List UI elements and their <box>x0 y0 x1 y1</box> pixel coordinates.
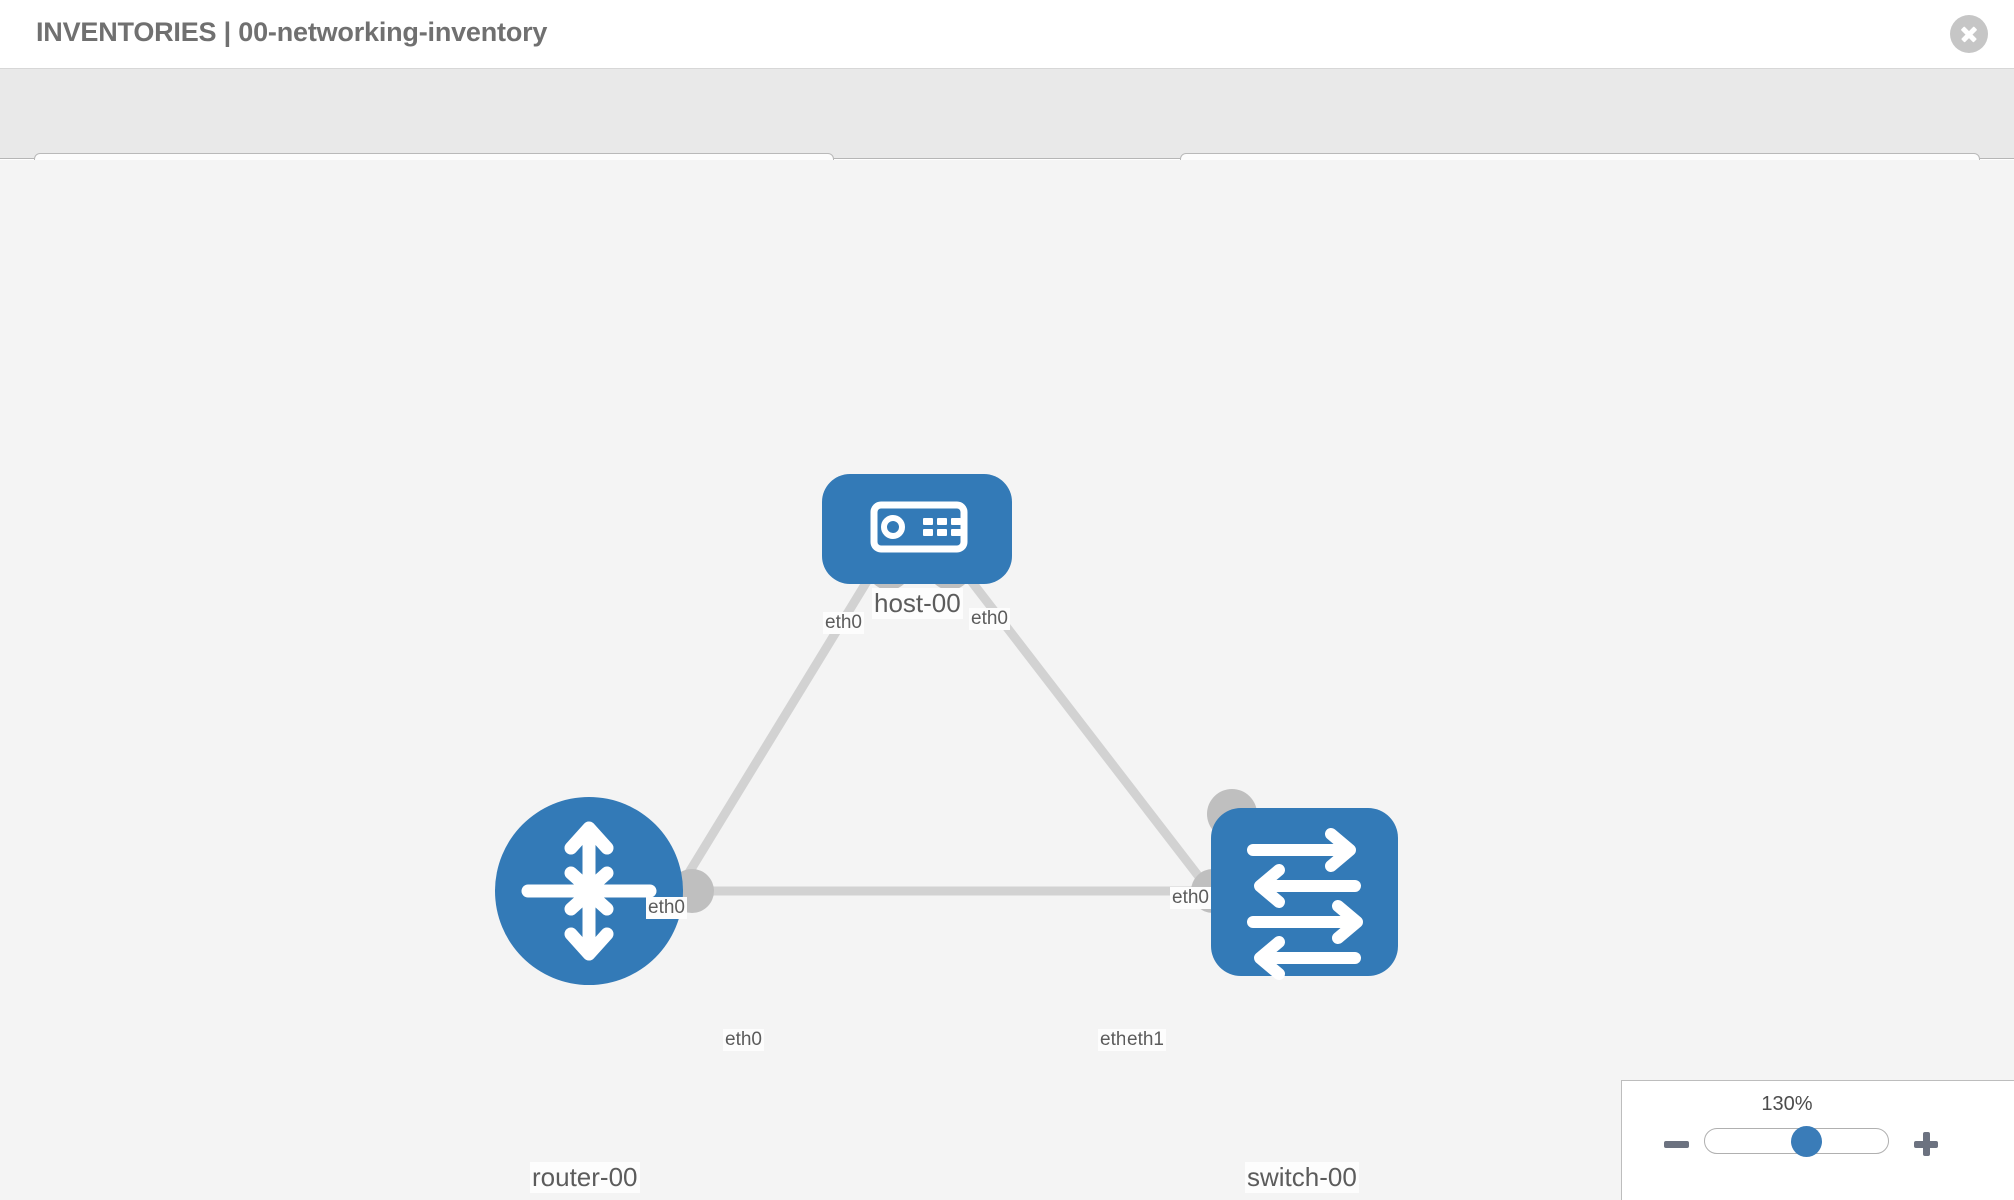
toolbar: ACTIONS SEARCH <box>0 69 2014 208</box>
iface-label: eth0 <box>823 612 864 634</box>
node-host-00 <box>822 474 1012 584</box>
zoom-control-panel: 130% <box>1621 1080 2014 1200</box>
iface-label: eth0 <box>646 897 687 919</box>
iface-label: eth1 <box>1125 1029 1166 1051</box>
page-title: INVENTORIES | 00-networking-inventory <box>36 17 548 47</box>
router-arrows-icon <box>521 821 657 961</box>
topology-canvas[interactable]: host-00 router-00 switch-00 eth0 eth0 et… <box>0 160 2014 1200</box>
zoom-level-label: 130% <box>1761 1093 1813 1115</box>
node-label-switch-00: switch-00 <box>1245 1162 1359 1193</box>
node-switch-00 <box>1211 808 1398 980</box>
iface-label: eth0 <box>969 608 1010 630</box>
page-header: INVENTORIES | 00-networking-inventory <box>0 0 2014 69</box>
close-icon[interactable] <box>1950 15 1988 53</box>
node-router-00 <box>495 797 683 985</box>
topology-graph <box>495 474 1398 985</box>
iface-label: eth0 <box>723 1029 764 1051</box>
switch-arrows-icon <box>1247 828 1363 980</box>
node-label-host-00: host-00 <box>872 588 963 619</box>
iface-label: eth0 <box>1170 887 1211 909</box>
node-label-router-00: router-00 <box>530 1162 640 1193</box>
server-icon <box>870 501 968 553</box>
plus-icon[interactable] <box>1914 1132 1938 1156</box>
minus-icon[interactable] <box>1664 1141 1689 1148</box>
topology-pins <box>670 546 1257 913</box>
zoom-slider-thumb[interactable] <box>1791 1126 1822 1157</box>
